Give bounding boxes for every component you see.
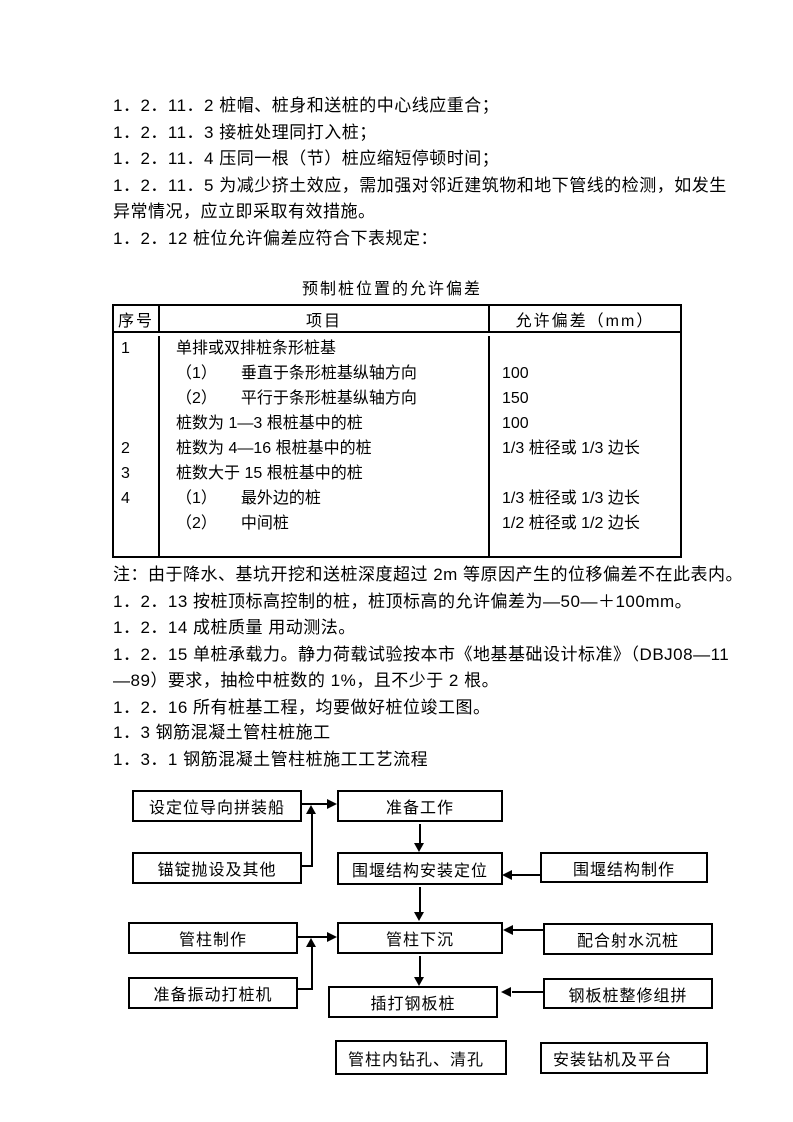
table-title: 预制桩位置的允许偏差 bbox=[301, 281, 482, 298]
arrowhead-down-icon bbox=[414, 912, 424, 921]
table-cell bbox=[490, 461, 680, 486]
flow-box-vibro-hammer-preparation: 准备振动打桩机 bbox=[128, 977, 298, 1009]
table-header-seq: 序号 bbox=[114, 306, 160, 331]
table-header-row: 序号 项目 允许偏差（mm） bbox=[114, 306, 680, 333]
paragraph-block-section: 1．3 钢筋混凝土管柱桩施工 1．3．1 钢筋混凝土管柱桩施工工艺流程 bbox=[113, 720, 698, 773]
table-cell: 100 bbox=[502, 365, 529, 382]
paragraph-line: 1．2．14 成桩质量 用动测法。 bbox=[113, 618, 356, 637]
flow-box-preparation: 准备工作 bbox=[337, 790, 503, 822]
table-cell: 1/3 桩径或 1/3 边长 bbox=[502, 440, 640, 457]
table-cell bbox=[114, 511, 158, 536]
connector-line bbox=[298, 988, 311, 990]
paragraph-line: 异常情况，应立即采取有效措施。 bbox=[113, 202, 376, 221]
paragraph-line: 1．2．11．5 为减少挤土效应，需加强对邻近建筑物和地下管线的检测，如发生 bbox=[113, 175, 727, 195]
table-column-item: 单排或双排桩条形桩基 （1） 垂直于条形桩基纵轴方向 （2） 平行于条形桩基纵轴… bbox=[160, 336, 490, 556]
table-cell: 3 bbox=[121, 465, 130, 482]
flow-box-steel-sheet-pile-driving: 插打钢板桩 bbox=[328, 986, 498, 1018]
arrowhead-up-icon bbox=[306, 805, 316, 814]
table-cell: 100 bbox=[502, 415, 529, 432]
paragraph-line: 1．2．11．3 接桩处理同打入桩； bbox=[113, 122, 377, 142]
paragraph-block-middle: 注：由于降水、基坑开挖和送桩深度超过 2m 等原因产生的位移偏差不在此表内。 1… bbox=[113, 562, 744, 721]
connector-line bbox=[311, 945, 313, 990]
paragraph-line: 1．2．11．2 桩帽、桩身和送桩的中心线应重合； bbox=[113, 96, 500, 115]
table-cell bbox=[114, 411, 158, 436]
connector-line bbox=[311, 812, 313, 867]
flow-box-cofferdam-install-position: 围堰结构安装定位 bbox=[337, 852, 503, 885]
table-cell: 桩数为 1—3 根桩基中的桩 bbox=[176, 415, 363, 432]
paragraph-line: 1．2．13 按桩顶标高控制的桩，桩顶标高的允许偏差为—50—＋100mm。 bbox=[113, 591, 693, 611]
arrowhead-right-icon bbox=[327, 799, 337, 809]
table-cell: （2） 中间桩 bbox=[176, 515, 289, 532]
table-cell: （1） 最外边的桩 bbox=[176, 490, 321, 507]
table-cell: 2 bbox=[121, 440, 130, 457]
table-column-seq: 1 2 3 4 bbox=[114, 336, 160, 556]
arrowhead-up-icon bbox=[306, 938, 316, 947]
paragraph-block-top: 1．2．11．2 桩帽、桩身和送桩的中心线应重合； 1．2．11．3 接桩处理同… bbox=[113, 93, 727, 252]
table-cell bbox=[114, 361, 158, 386]
connector-line bbox=[302, 865, 313, 867]
table-cell: 150 bbox=[502, 390, 529, 407]
table-cell bbox=[490, 336, 680, 361]
arrowhead-left-icon bbox=[502, 870, 512, 880]
table-header-item: 项目 bbox=[160, 306, 490, 331]
connector-line bbox=[419, 887, 421, 913]
arrowhead-down-icon bbox=[414, 977, 424, 986]
table-cell: （1） 垂直于条形桩基纵轴方向 bbox=[176, 365, 417, 382]
table-cell: 桩数大于 15 根桩基中的桩 bbox=[176, 465, 363, 482]
paragraph-line: 1．2．11．4 压同一根（节）桩应缩短停顿时间； bbox=[113, 149, 500, 168]
section-heading: 1．3．1 钢筋混凝土管柱桩施工工艺流程 bbox=[113, 749, 429, 769]
table-header-deviation: 允许偏差（mm） bbox=[515, 312, 655, 330]
table-cell: 桩数为 4—16 根桩基中的桩 bbox=[176, 440, 372, 457]
connector-line bbox=[298, 936, 327, 938]
table-cell: 单排或双排桩条形桩基 bbox=[176, 340, 337, 357]
section-heading: 1．3 钢筋混凝土管柱桩施工 bbox=[113, 723, 331, 742]
arrowhead-right-icon bbox=[327, 932, 337, 942]
flow-box-cofferdam-fabrication: 围堰结构制作 bbox=[540, 852, 708, 883]
connector-line bbox=[302, 803, 327, 805]
table-cell: 1 bbox=[121, 340, 130, 357]
paragraph-line: 1．2．16 所有桩基工程，均要做好桩位竣工图。 bbox=[113, 697, 491, 717]
table-cell: （2） 平行于条形桩基纵轴方向 bbox=[176, 390, 417, 407]
connector-line bbox=[512, 874, 540, 876]
flow-box-water-jet-sinking: 配合射水沉桩 bbox=[543, 923, 713, 955]
flow-box-sheet-pile-assembly: 钢板桩整修组拼 bbox=[543, 978, 713, 1009]
flow-box-pipe-column-sinking: 管柱下沉 bbox=[337, 922, 503, 954]
table-cell bbox=[114, 386, 158, 411]
table-column-deviation: 100 150 100 1/3 桩径或 1/3 边长 1/3 桩径或 1/3 边… bbox=[490, 336, 680, 556]
deviation-table: 序号 项目 允许偏差（mm） 1 2 3 4 单排或双排桩条形桩基 （1） 垂直… bbox=[112, 304, 682, 558]
connector-line bbox=[513, 929, 543, 931]
flow-box-positioning-guide-ship: 设定位导向拼装船 bbox=[132, 790, 302, 822]
flow-box-pipe-column-fabrication: 管柱制作 bbox=[128, 922, 298, 954]
arrowhead-left-icon bbox=[501, 987, 511, 997]
table-cell: 1/2 桩径或 1/2 边长 bbox=[502, 515, 640, 532]
flow-box-anchor-casting: 锚锭抛设及其他 bbox=[132, 852, 302, 884]
flow-box-drill-rig-platform-install: 安装钻机及平台 bbox=[540, 1042, 708, 1074]
paragraph-line: 1．2．15 单桩承载力。静力荷载试验按本市《地基基础设计标准》（DBJ08—1… bbox=[113, 644, 730, 664]
table-body: 1 2 3 4 单排或双排桩条形桩基 （1） 垂直于条形桩基纵轴方向 （2） 平… bbox=[114, 333, 680, 556]
table-cell: 1/3 桩径或 1/3 边长 bbox=[502, 490, 640, 507]
table-cell: 4 bbox=[121, 490, 130, 507]
connector-line bbox=[419, 956, 421, 977]
table-note: 注：由于降水、基坑开挖和送桩深度超过 2m 等原因产生的位移偏差不在此表内。 bbox=[113, 565, 744, 584]
arrowhead-down-icon bbox=[414, 843, 424, 852]
connector-line bbox=[419, 824, 421, 844]
paragraph-line: —89）要求，抽检中桩数的 1%，且不少于 2 根。 bbox=[113, 671, 500, 690]
connector-line bbox=[512, 991, 543, 993]
arrowhead-left-icon bbox=[503, 925, 513, 935]
paragraph-line: 1．2．12 桩位允许偏差应符合下表规定： bbox=[113, 228, 439, 248]
flow-box-drilling-inside-column: 管柱内钻孔、清孔 bbox=[335, 1040, 507, 1075]
